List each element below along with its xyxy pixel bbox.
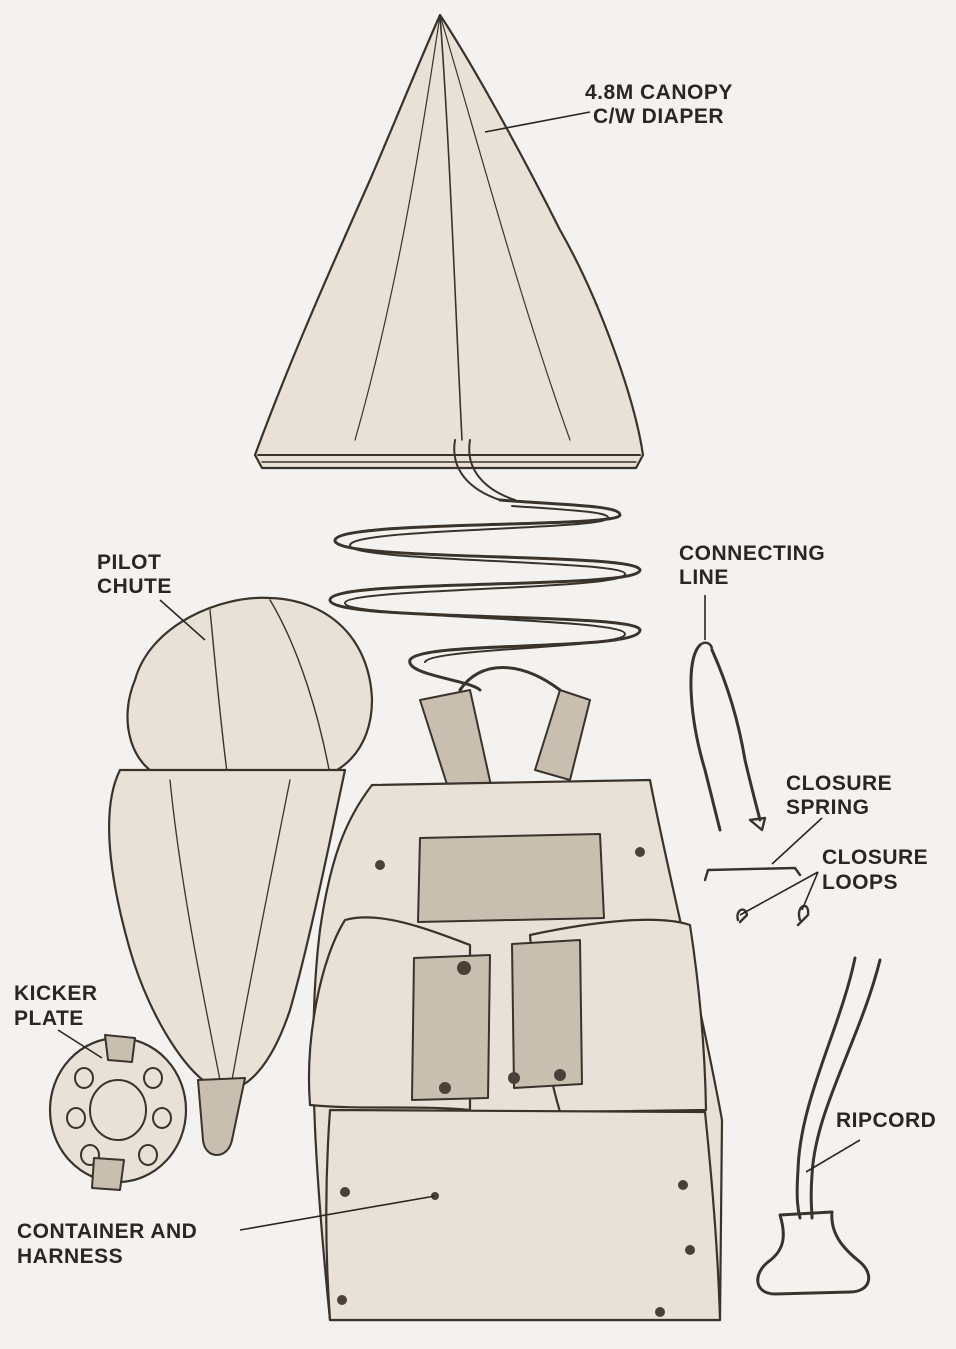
kicker-plate-label-line-1: KICKER	[14, 982, 98, 1005]
connecting-line-label-line-2: LINE	[679, 566, 729, 589]
container-label-line-1: CONTAINER AND	[17, 1220, 197, 1243]
pilot-chute-label-line-1: PILOT	[97, 551, 161, 574]
closure-spring-label-line-1: CLOSURE	[786, 772, 892, 795]
canopy-label-line-2: C/W DIAPER	[593, 105, 724, 128]
closure-loops-label-line-2: LOOPS	[822, 871, 898, 894]
closure-loops-illustration	[737, 906, 808, 925]
ripcord-label: RIPCORD	[836, 1109, 936, 1132]
closure-spring-illustration	[705, 868, 800, 880]
closure-loops-label-line-1: CLOSURE	[822, 846, 928, 869]
connecting-line-label-line-1: CONNECTING	[679, 542, 825, 565]
kicker-plate-illustration	[50, 1035, 186, 1190]
kicker-plate-label-line-2: PLATE	[14, 1007, 84, 1030]
container-harness-illustration	[309, 668, 722, 1321]
closure-spring-label-line-2: SPRING	[786, 796, 870, 819]
canopy-label-line-1: 4.8M CANOPY	[585, 81, 733, 104]
pilot-chute-label-line-2: CHUTE	[97, 575, 172, 598]
container-label-line-2: HARNESS	[17, 1245, 123, 1268]
suspension-lines-illustration	[330, 500, 640, 690]
connecting-line-illustration	[691, 643, 765, 830]
